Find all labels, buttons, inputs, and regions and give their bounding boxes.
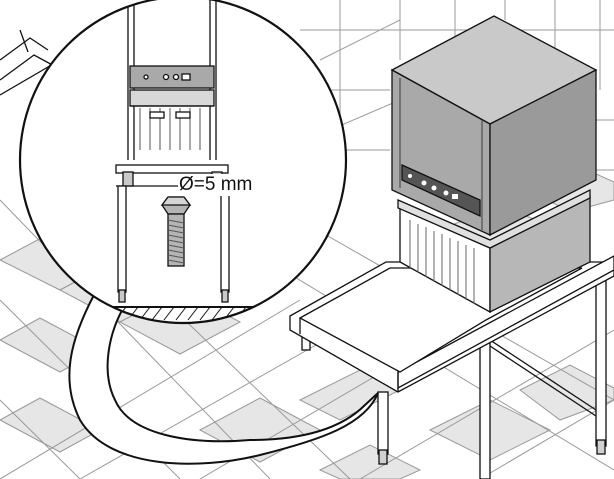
magnifier-circle (18, 0, 348, 325)
callout-tail (68, 291, 379, 465)
bolt-icon (160, 196, 192, 267)
bolt-diameter-label: Ø=5 mm (178, 174, 254, 196)
dishwasher-machine-icon (390, 15, 598, 314)
